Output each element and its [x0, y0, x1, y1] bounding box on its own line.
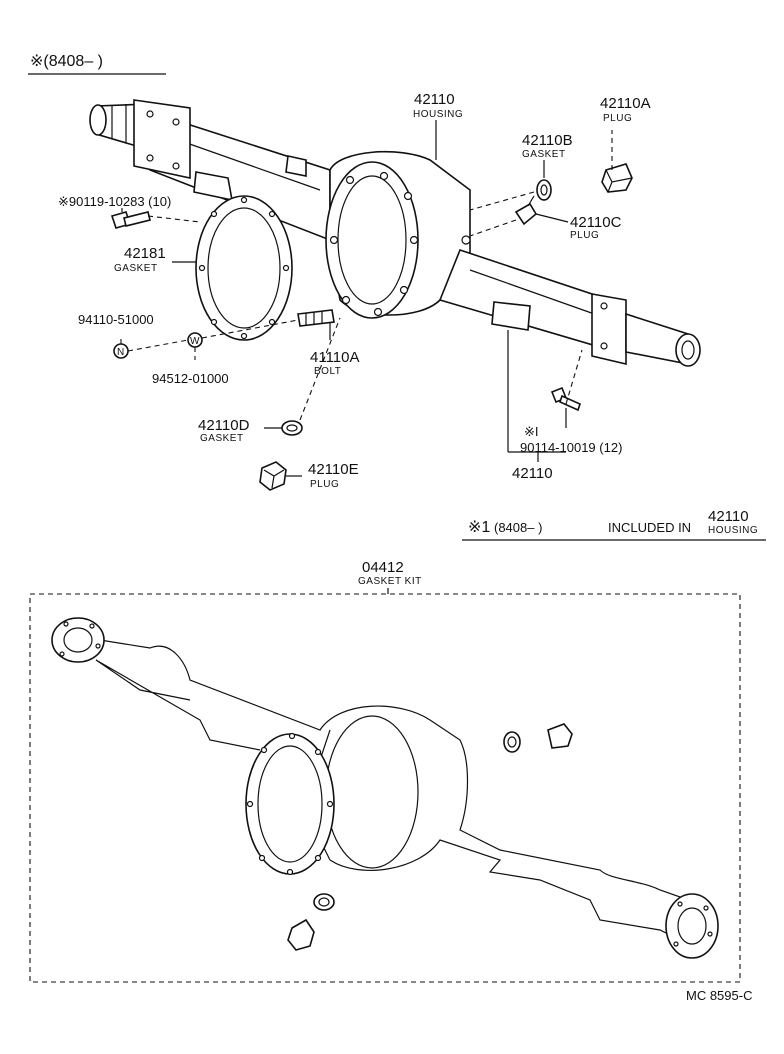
label-kit-no: 04412	[362, 559, 404, 576]
label-nut-no: 94110-51000	[78, 312, 154, 327]
header-note: ※(8408– )	[30, 53, 103, 70]
label-housing-ref-no: 42110	[512, 465, 553, 482]
label-plug-c-name: PLUG	[570, 230, 599, 241]
label-bolt-bottom-mark: ※I	[524, 424, 539, 439]
label-washer-no: 94512-01000	[152, 371, 229, 386]
washer-mark: W	[190, 336, 200, 347]
label-plug-a-no: 42110A	[600, 95, 651, 112]
label-gasket-d-no: 42110D	[198, 417, 250, 434]
footnote-included: INCLUDED IN	[608, 520, 691, 535]
label-bolt-a-name: BOLT	[314, 366, 341, 377]
plug-42110c	[514, 195, 538, 226]
label-plug-c-no: 42110C	[570, 214, 622, 231]
gasket-kit-box	[29, 593, 741, 983]
plug-42110a	[601, 163, 633, 193]
bolt-90119	[110, 211, 151, 229]
gasket-kit-outline	[51, 617, 719, 959]
label-gasket-b-name: GASKET	[522, 149, 566, 160]
diagram-code: MC 8595-C	[686, 988, 752, 1003]
label-gasket-d-name: GASKET	[200, 433, 244, 444]
footnote-part-name: HOUSING	[708, 525, 758, 536]
footnote-part-no: 42110	[708, 508, 749, 525]
bolt-90114	[550, 386, 581, 412]
bolt-41110a	[297, 309, 335, 327]
plug-42110e	[259, 461, 287, 491]
label-housing-no: 42110	[414, 91, 455, 108]
label-bolt-bottom-no: 90114-10019 (12)	[520, 440, 622, 455]
label-gasket-b-no: 42110B	[522, 132, 573, 149]
gasket-42181	[195, 195, 293, 341]
label-bolt-top-no: ※90119-10283 (10)	[58, 194, 171, 209]
axle-housing	[89, 99, 701, 367]
nut-mark: N	[117, 347, 125, 358]
label-plug-e-name: PLUG	[310, 479, 339, 490]
label-plug-e-no: 42110E	[308, 461, 359, 478]
label-gasket-181-name: GASKET	[114, 263, 158, 274]
footnote-mark: ※1	[468, 519, 490, 536]
label-gasket-181-no: 42181	[124, 245, 166, 262]
label-housing-name: HOUSING	[413, 109, 463, 120]
label-plug-a-name: PLUG	[603, 113, 632, 124]
footnote-date: (8408– )	[494, 520, 542, 535]
label-bolt-a-no: 41110A	[310, 349, 360, 366]
label-kit-name: GASKET KIT	[358, 576, 422, 587]
